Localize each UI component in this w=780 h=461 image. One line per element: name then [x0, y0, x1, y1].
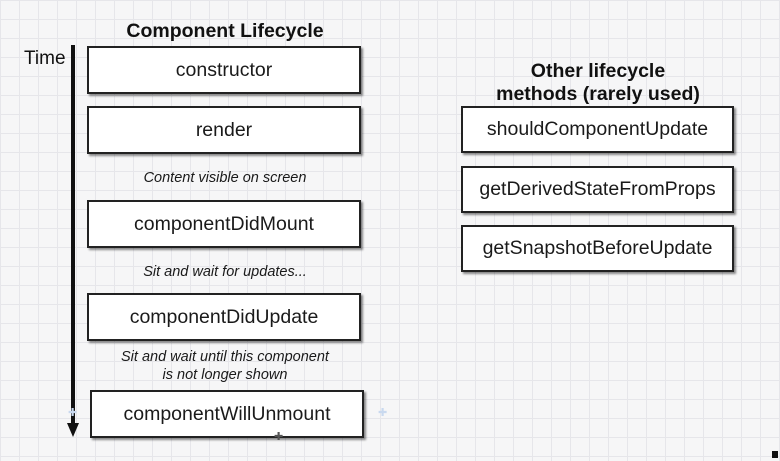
time-axis-label: Time	[24, 48, 66, 69]
get-derived-state-from-props-label: getDerivedStateFromProps	[479, 178, 716, 200]
corner-mark	[772, 451, 778, 458]
should-component-update-label: shouldComponentUpdate	[486, 118, 709, 140]
component-will-unmount-label: componentWillUnmount	[123, 402, 331, 425]
component-will-unmount-box[interactable]: componentWillUnmount	[90, 390, 364, 438]
should-component-update-box[interactable]: shouldComponentUpdate	[461, 106, 734, 153]
other-methods-title-line2: methods (rarely used)	[496, 83, 700, 105]
constructor-box[interactable]: constructor	[87, 46, 361, 94]
render-box[interactable]: render	[87, 106, 361, 154]
other-methods-title-line1: Other lifecycle	[530, 60, 666, 82]
get-snapshot-before-update-label: getSnapshotBeforeUpdate	[482, 237, 713, 259]
note-wait-for-updates: Sit and wait for updates...	[143, 264, 307, 280]
selection-handle-right-icon[interactable]: ✚	[378, 407, 388, 419]
component-did-update-box[interactable]: componentDidUpdate	[87, 293, 361, 341]
time-axis-arrowhead	[67, 423, 79, 437]
note-wait-until-line1: Sit and wait until this component	[121, 349, 329, 365]
selection-handle-bottom-icon[interactable]: ✚	[274, 431, 284, 443]
other-methods-title: Other lifecycle methods (rarely used)	[462, 60, 734, 106]
lifecycle-title: Component Lifecycle	[126, 20, 324, 42]
component-did-mount-box[interactable]: componentDidMount	[87, 200, 361, 248]
note-content-visible: Content visible on screen	[143, 170, 307, 186]
selection-handle-left-icon[interactable]: ✚	[68, 407, 78, 419]
time-axis-line	[71, 45, 75, 425]
constructor-label: constructor	[175, 58, 273, 81]
get-snapshot-before-update-box[interactable]: getSnapshotBeforeUpdate	[461, 225, 734, 272]
component-did-update-label: componentDidUpdate	[129, 305, 319, 328]
get-derived-state-from-props-box[interactable]: getDerivedStateFromProps	[461, 166, 734, 213]
render-label: render	[195, 118, 253, 141]
component-did-mount-label: componentDidMount	[134, 212, 314, 235]
note-wait-until-line2: is not longer shown	[162, 367, 288, 383]
